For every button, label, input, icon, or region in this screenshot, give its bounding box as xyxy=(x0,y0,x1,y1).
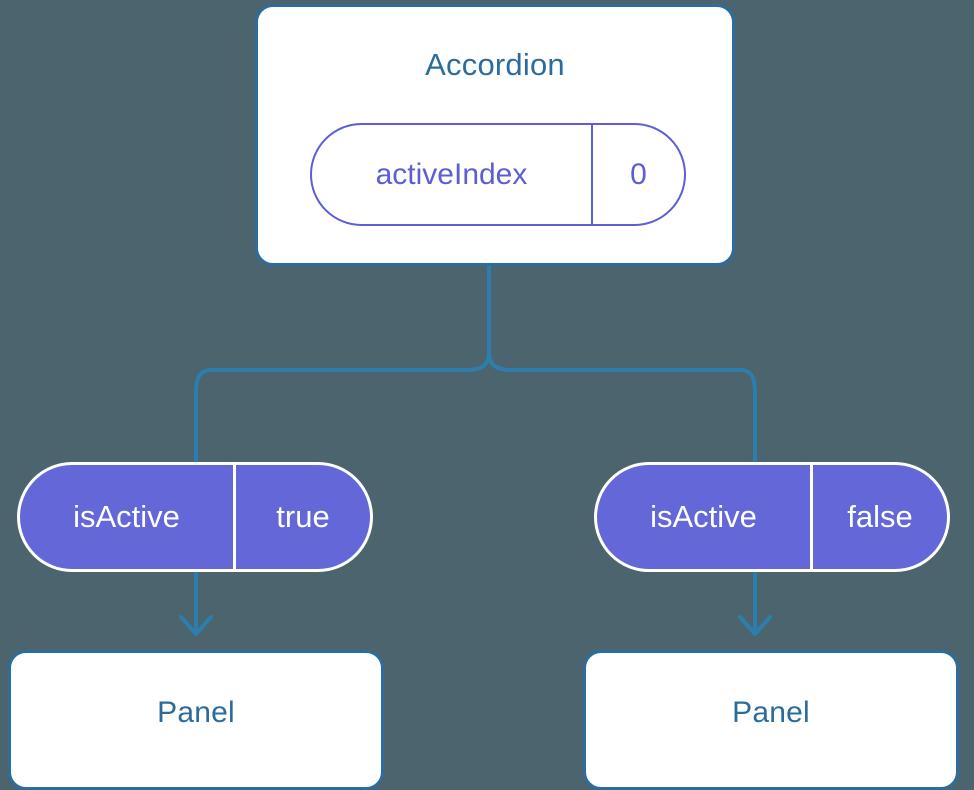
connector-branch-right xyxy=(487,350,757,464)
state-pill-active-index[interactable]: activeIndex 0 xyxy=(310,123,686,226)
arrow-down-left-icon xyxy=(179,568,213,636)
panel-title-right: Panel xyxy=(732,696,810,729)
state-pill-key: activeIndex xyxy=(375,157,528,191)
props-pill-key: isActive xyxy=(73,499,180,534)
props-pill-value: false xyxy=(810,465,947,569)
props-pill-value: true xyxy=(233,465,370,569)
accordion-title: Accordion xyxy=(425,47,565,82)
panel-title-left: Panel xyxy=(157,696,235,729)
accordion-component-box[interactable]: Accordion activeIndex 0 xyxy=(255,4,735,266)
panel-component-box-right[interactable]: Panel xyxy=(583,650,959,790)
component-tree-diagram: Accordion activeIndex 0 isActive true is… xyxy=(8,4,959,790)
panel-component-box-left[interactable]: Panel xyxy=(8,650,384,790)
props-pill-is-active-false[interactable]: isActive false xyxy=(594,462,950,572)
arrow-down-right-icon xyxy=(738,568,772,636)
props-pill-key: isActive xyxy=(650,499,757,534)
state-pill-value: 0 xyxy=(590,125,684,224)
connector-branch-left xyxy=(194,350,491,464)
props-pill-is-active-true[interactable]: isActive true xyxy=(17,462,373,572)
